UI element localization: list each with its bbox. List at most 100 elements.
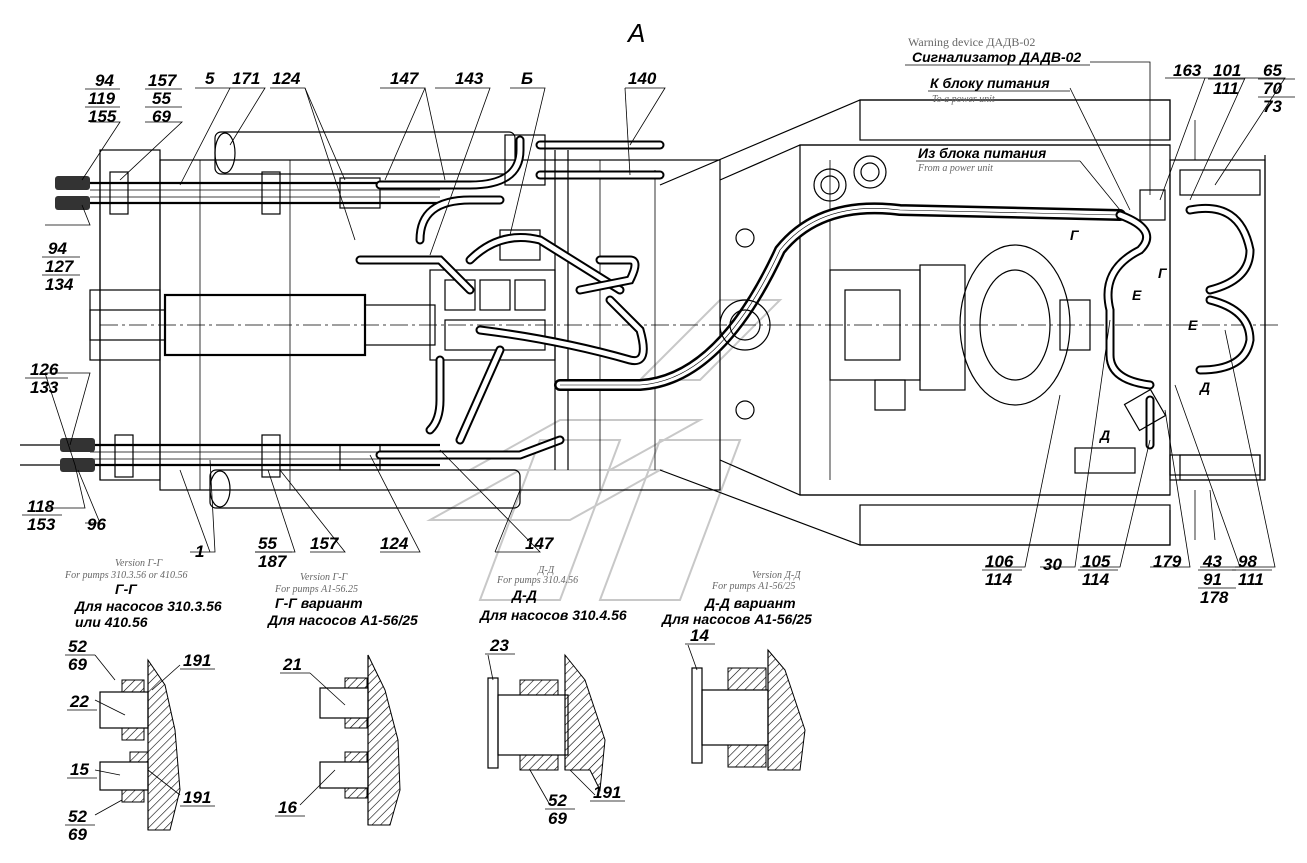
callout-30: 30 [1043, 555, 1062, 574]
detail-g-g: 52 69 191 22 15 191 52 69 [65, 637, 215, 844]
section-3-en2: For pumps 310.4.56 [496, 575, 578, 586]
callout-43: 43 [1202, 552, 1222, 571]
callout-140: 140 [628, 69, 657, 88]
section-2-en1: Version Г-Г [300, 572, 348, 583]
view-title: А [626, 18, 645, 48]
callout-1: 1 [195, 542, 204, 561]
detail-callout-21: 21 [282, 655, 302, 674]
section-titles: Version Г-Г For pumps 310.3.56 or 410.56… [64, 558, 812, 630]
section-1-en1: Version Г-Г [115, 558, 163, 569]
section-2-ru1: Для насосов А1-56/25 [267, 612, 418, 628]
power-labels: Warning device ДАДВ-02 Сигнализатор ДАДВ… [905, 35, 1121, 211]
section-3-title: Д-Д [511, 587, 537, 603]
section-4-title: Д-Д вариант [704, 595, 796, 611]
leader-lines [44, 61, 1286, 568]
watermark-logo [426, 299, 783, 601]
valve-block [355, 134, 648, 470]
callout-55b: 55 [258, 534, 277, 553]
detail-callout-14: 14 [690, 626, 709, 645]
section-2-en2: For pumps А1-56.25 [274, 584, 358, 595]
fittings-left [20, 176, 95, 472]
detail-callout-22: 22 [69, 692, 89, 711]
section-2-title: Г-Г вариант [275, 595, 363, 611]
svg-text:Д: Д [1199, 379, 1210, 395]
callout-118: 118 [27, 497, 55, 516]
detail-callout-23: 23 [489, 636, 509, 655]
callout-105: 105 [1082, 552, 1111, 571]
section-1-title: Г-Г [115, 581, 138, 597]
callout-65: 65 [1263, 61, 1282, 80]
detail-callout-69b: 69 [68, 825, 87, 844]
callout-143: 143 [455, 69, 484, 88]
callout-94b: 94 [48, 239, 67, 258]
section-1-en2: For pumps 310.3.56 or 410.56 [64, 570, 188, 581]
callout-179: 179 [1153, 552, 1182, 571]
callout-96: 96 [87, 515, 106, 534]
detail-callout-191: 191 [183, 651, 211, 670]
detail-callout-52: 52 [68, 637, 87, 656]
section-4-en2: For pumps А1-56/25 [711, 581, 795, 592]
callout-69: 69 [152, 107, 171, 126]
section-1-ru1: Для насосов 310.3.56 [74, 598, 222, 614]
tank-lower [209, 469, 521, 509]
to-power-unit-ru: К блоку питания [930, 75, 1050, 91]
detail-callout-52b: 52 [68, 807, 87, 826]
callout-163: 163 [1173, 61, 1202, 80]
callout-157: 157 [148, 71, 178, 90]
warning-device-label-ru: Сигнализатор ДАДВ-02 [912, 49, 1081, 65]
section-3-en1: Д-Д [537, 565, 555, 576]
callout-114b: 114 [1082, 570, 1110, 589]
callout-134: 134 [45, 275, 74, 294]
svg-text:Г: Г [1158, 265, 1168, 281]
section-4-en1: Version Д-Д [752, 570, 801, 581]
callout-111b: 111 [1238, 570, 1264, 589]
right-pipes [1103, 189, 1255, 450]
detail-callout-15: 15 [70, 760, 89, 779]
pipe-rods-upper [90, 135, 665, 215]
callout-73: 73 [1263, 97, 1282, 116]
svg-text:Г: Г [1070, 227, 1080, 243]
callout-127: 127 [45, 257, 75, 276]
detail-callout-69: 69 [68, 655, 87, 674]
callout-106: 106 [985, 552, 1014, 571]
svg-text:Е: Е [1188, 317, 1198, 333]
callout-153: 153 [27, 515, 56, 534]
callout-94: 94 [95, 71, 114, 90]
callout-124b: 124 [380, 534, 409, 553]
callout-133: 133 [30, 378, 59, 397]
tank-upper [214, 131, 516, 175]
callout-91: 91 [1203, 570, 1222, 589]
detail-d-d: 23 52 69 191 [485, 636, 625, 828]
callout-98: 98 [1238, 552, 1257, 571]
callout-187: 187 [258, 552, 288, 571]
callout-B: Б [521, 69, 533, 88]
to-power-unit-en: To a power unit [932, 94, 995, 105]
detail-callout-69c: 69 [548, 809, 567, 828]
callout-171: 171 [232, 69, 260, 88]
power-unit [829, 244, 1261, 476]
callout-111: 111 [1213, 79, 1239, 98]
detail-callout-16: 16 [278, 798, 297, 817]
svg-text:Е: Е [1132, 287, 1142, 303]
callout-70: 70 [1263, 79, 1282, 98]
from-power-unit-en: From a power unit [917, 163, 993, 174]
callout-101: 101 [1213, 61, 1241, 80]
main-pressure-line [554, 202, 1126, 391]
svg-text:Д: Д [1099, 427, 1110, 443]
callout-126: 126 [30, 360, 59, 379]
callout-124: 124 [272, 69, 301, 88]
callouts-main: 94 119 155 157 55 69 5 171 124 147 143 Б… [22, 61, 1295, 607]
pipe-rods-lower [90, 434, 565, 478]
section-4-ru1: Для насосов А1-56/25 [661, 611, 812, 627]
section-1-ru2: или 410.56 [75, 614, 148, 630]
detail-callout-52c: 52 [548, 791, 567, 810]
callout-119: 119 [88, 89, 116, 108]
callout-147b: 147 [525, 534, 555, 553]
callout-114: 114 [985, 570, 1013, 589]
section-3-ru1: Для насосов 310.4.56 [479, 607, 627, 623]
detail-d-d-variant: 14 [685, 626, 806, 771]
callout-157b: 157 [310, 534, 340, 553]
callout-55: 55 [152, 89, 171, 108]
detail-callout-191c: 191 [593, 783, 621, 802]
